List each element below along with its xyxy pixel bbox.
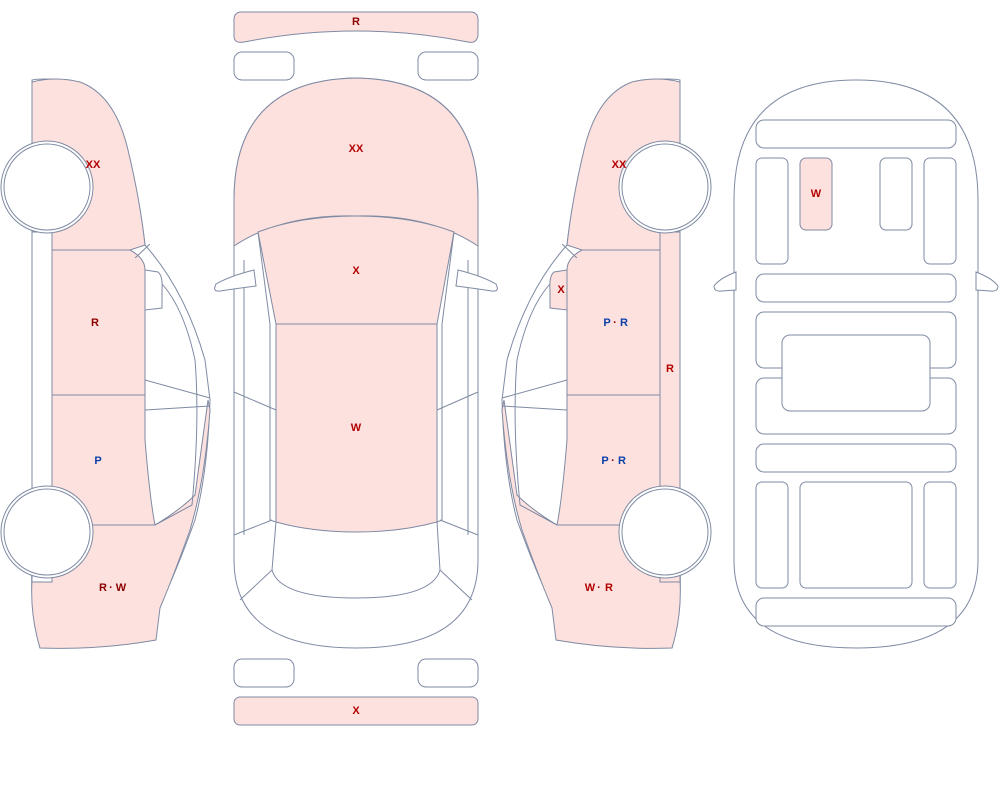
left-front-door-trim[interactable]	[755, 157, 789, 265]
interior-left-mirror	[713, 271, 737, 292]
hood-code: XX	[349, 143, 364, 155]
left-window-frame	[134, 243, 211, 526]
right-rocker-code: R	[666, 363, 674, 375]
top-right-mirror[interactable]	[455, 269, 498, 292]
left-rear-door-code: P	[94, 455, 101, 467]
right-mirror-code: X	[557, 284, 565, 296]
right-side-view: X R XX P · R P · R W · R	[501, 78, 712, 649]
front-headliner-strip[interactable]	[755, 273, 957, 303]
top-side-lines	[233, 231, 479, 601]
left-front-fender-code: XX	[86, 159, 101, 171]
top-left-mirror[interactable]	[214, 269, 257, 292]
roof-code: W	[351, 422, 362, 434]
rear-bumper-code: X	[352, 705, 360, 717]
hood[interactable]	[233, 77, 479, 247]
right-front-door-trim[interactable]	[923, 157, 957, 265]
top-view: R XX X W X	[214, 11, 498, 726]
right-window-frame	[501, 243, 578, 526]
dashboard[interactable]	[755, 119, 957, 149]
left-rear-quarter[interactable]	[31, 399, 211, 649]
right-front-door-code-2: R	[620, 317, 628, 329]
right-rear-quarter-code-2: R	[605, 582, 613, 594]
right-rear-wheel	[621, 488, 709, 576]
left-side-view: XX R P R · W	[0, 78, 211, 649]
roof[interactable]	[275, 323, 438, 533]
driver-seat-code: W	[811, 188, 822, 200]
rear-headliner-strip[interactable]	[755, 443, 957, 473]
interior-view: W	[713, 79, 999, 649]
left-mirror[interactable]	[144, 269, 163, 311]
left-front-door[interactable]	[51, 249, 146, 396]
right-rear-quarter-code-1: W	[585, 582, 596, 594]
right-rear-door-code-1: P	[601, 455, 608, 467]
right-rear-quarter[interactable]	[501, 399, 681, 649]
windshield-code: X	[352, 265, 360, 277]
trunk-area[interactable]	[755, 597, 957, 627]
right-front-fender-code: XX	[612, 159, 627, 171]
interior-right-mirror	[975, 271, 999, 292]
rear-bumper[interactable]	[233, 696, 479, 726]
rear-bench-seat[interactable]	[799, 481, 913, 589]
right-headlight	[417, 51, 479, 81]
center-console[interactable]	[781, 334, 931, 412]
right-mirror[interactable]	[549, 269, 568, 311]
passenger-seat[interactable]	[879, 157, 913, 231]
left-rear-quarter-separator: ·	[109, 582, 113, 594]
left-taillight	[233, 658, 295, 688]
right-front-wheel	[621, 143, 709, 231]
windshield[interactable]	[257, 215, 455, 325]
left-rear-wheel	[3, 488, 91, 576]
left-front-wheel	[3, 143, 91, 231]
right-rear-door-trim[interactable]	[923, 481, 957, 589]
right-rear-door-separator: ·	[611, 455, 615, 467]
right-rear-quarter-separator: ·	[597, 582, 601, 594]
left-front-door-code: R	[91, 317, 99, 329]
left-rear-quarter-code-2: W	[116, 582, 127, 594]
driver-seat[interactable]	[799, 157, 833, 231]
left-headlight	[233, 51, 295, 81]
right-front-door-code-1: P	[603, 317, 610, 329]
front-bumper-code: R	[352, 16, 360, 28]
left-rear-door-trim[interactable]	[755, 481, 789, 589]
right-rear-door-code-2: R	[618, 455, 626, 467]
right-front-door-separator: ·	[613, 317, 617, 329]
right-front-door[interactable]	[566, 249, 661, 396]
front-bumper[interactable]	[233, 11, 479, 43]
right-taillight	[417, 658, 479, 688]
left-rear-quarter-code-1: R	[99, 582, 107, 594]
